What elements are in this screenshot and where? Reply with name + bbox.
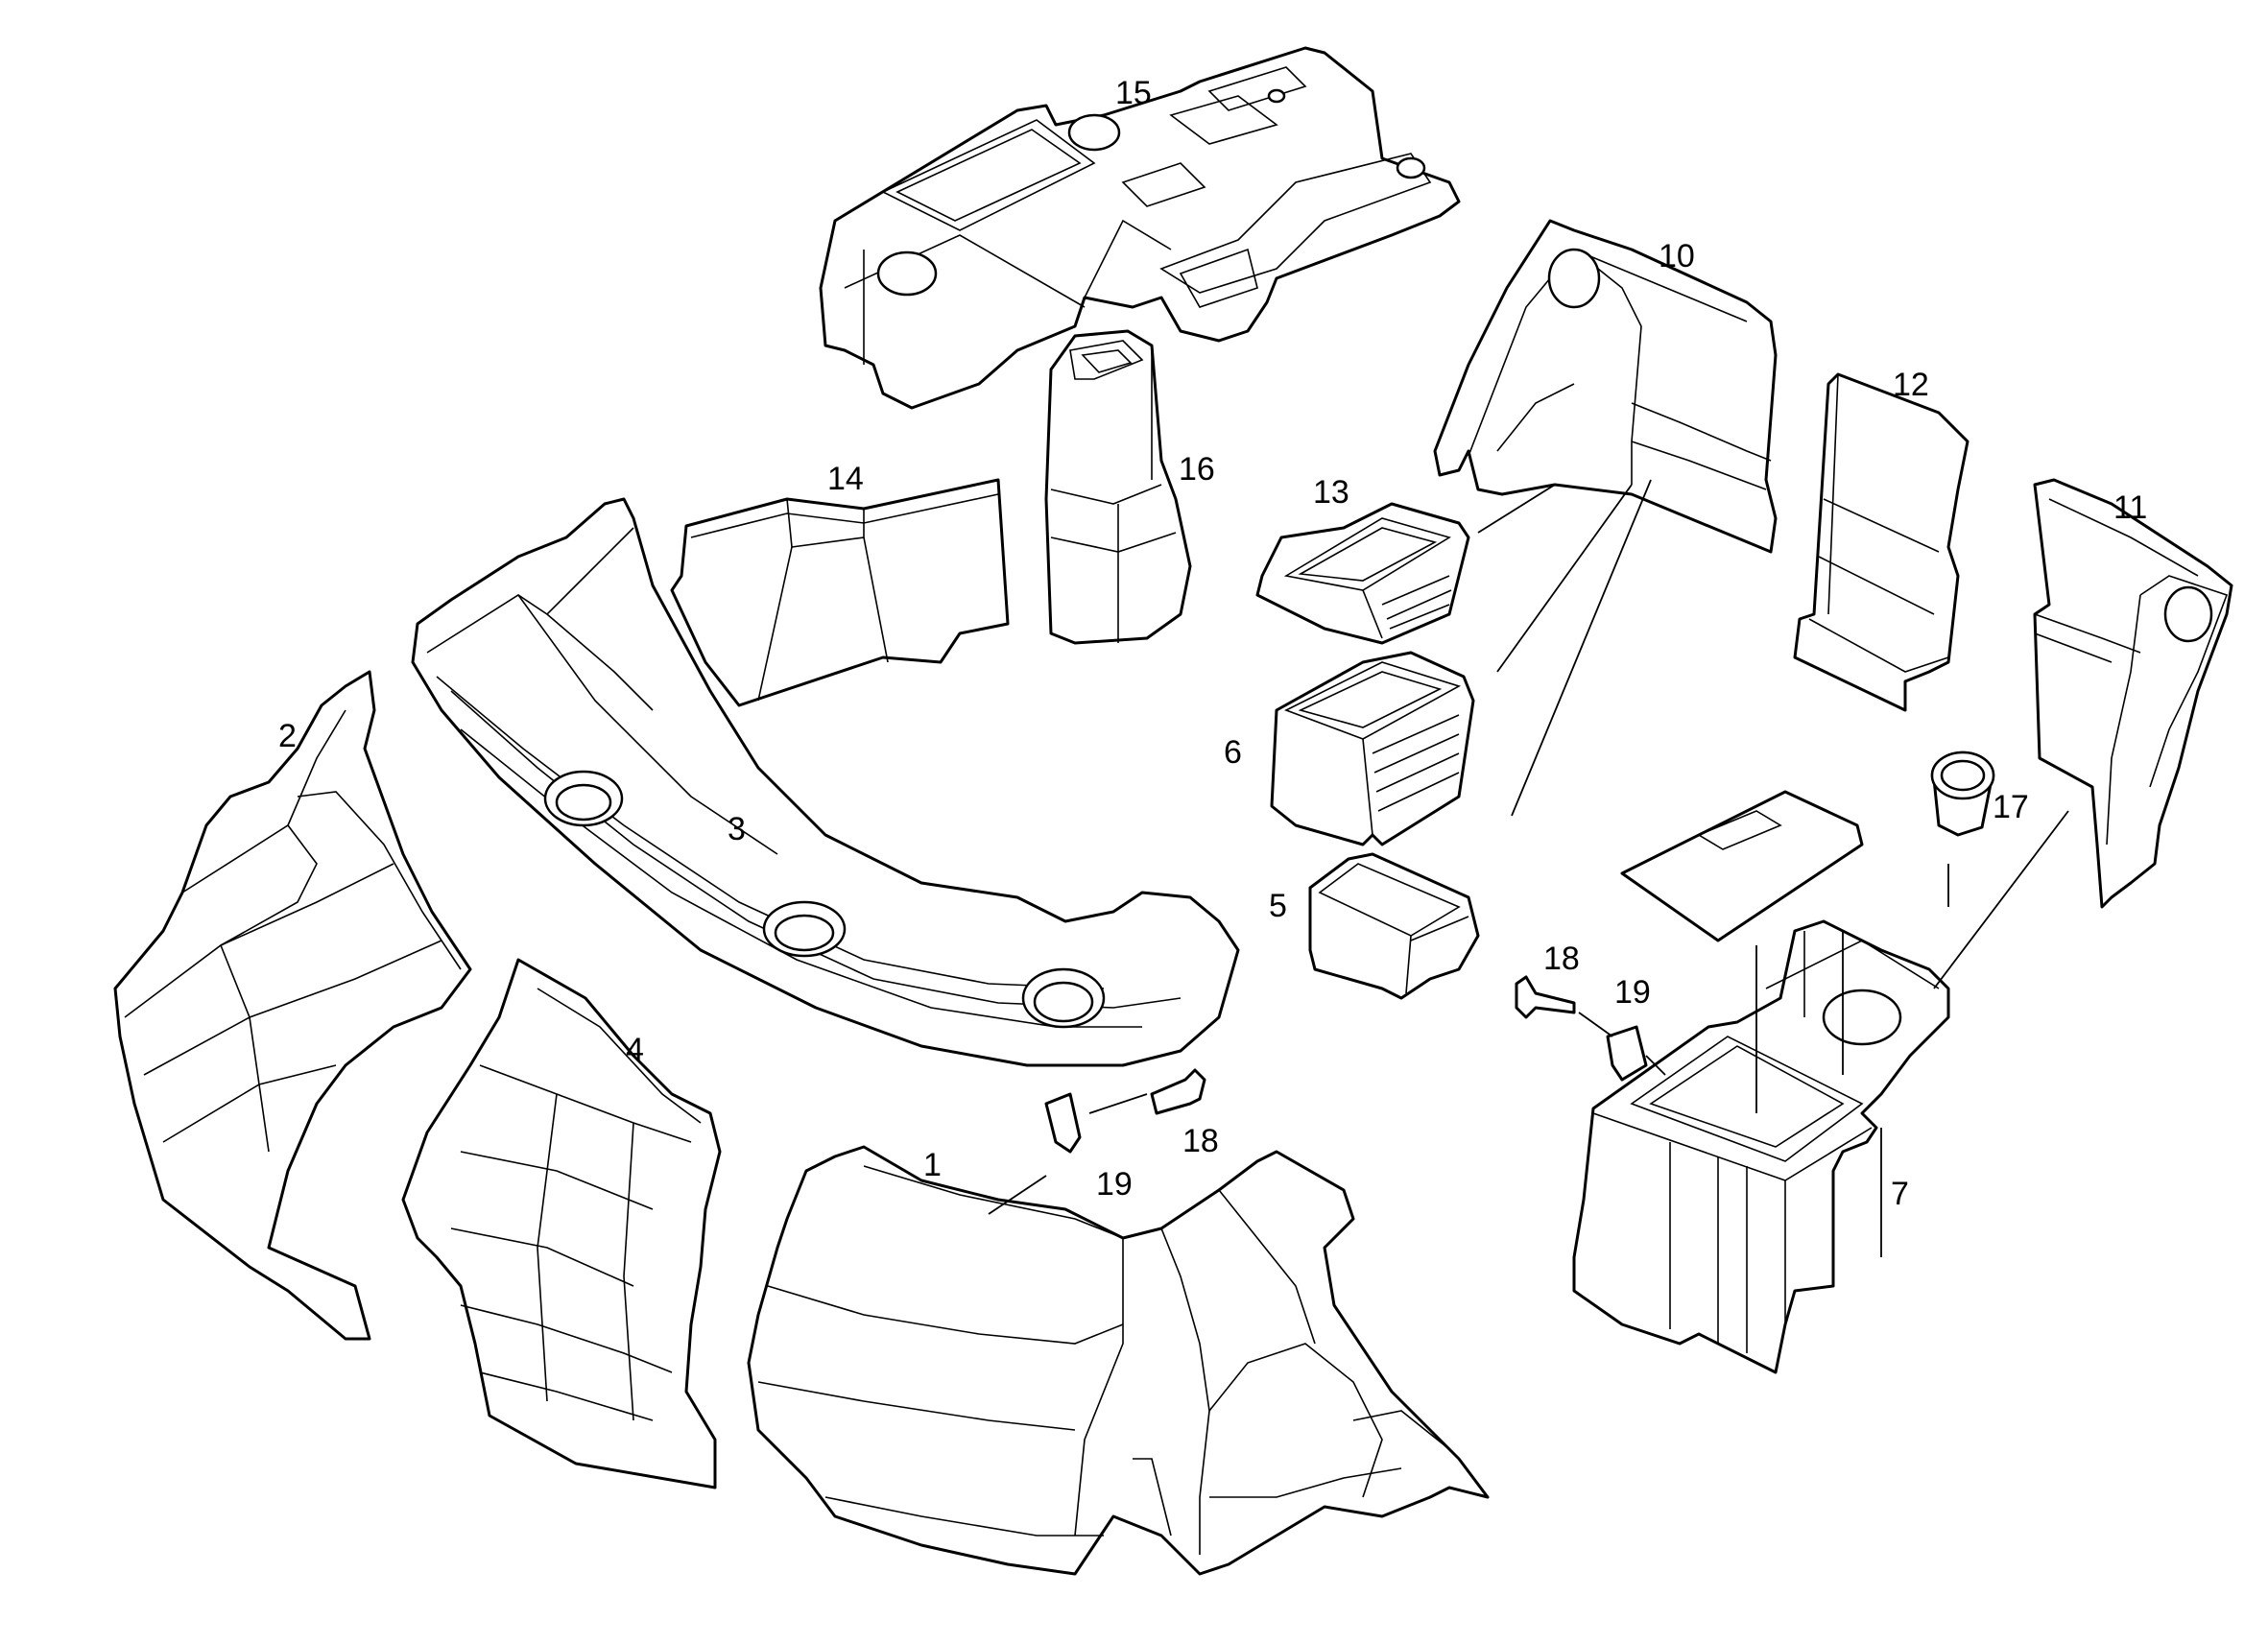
part-11-right-rear-lower-panel <box>2033 478 2233 909</box>
callout-4: 4 <box>626 1032 644 1068</box>
part-7-lid <box>1620 790 1864 942</box>
part-4-door-pillar-panel <box>401 958 722 1489</box>
bracket-19-center <box>1044 1092 1082 1154</box>
callout-19-center: 19 <box>1096 1166 1133 1203</box>
leader-lines <box>988 479 2069 1257</box>
part-3-dashboard-arc <box>411 497 1240 1067</box>
part-12-panel <box>1793 372 1970 712</box>
callout-14: 14 <box>827 461 864 497</box>
fastener-18-right <box>1515 975 1576 1019</box>
callout-2: 2 <box>278 718 297 754</box>
part-6-drawer-cabinet <box>1270 651 1475 846</box>
part-5-storage-box <box>1308 852 1480 1000</box>
bracket-19-right <box>1606 1025 1648 1082</box>
callout-5: 5 <box>1269 888 1287 924</box>
part-17-cup-holder <box>1930 751 1995 837</box>
callout-10: 10 <box>1659 238 1695 274</box>
part-13-storage-tray <box>1255 502 1470 645</box>
callout-19-right: 19 <box>1614 974 1651 1011</box>
part-14-rear-panel <box>670 478 1010 707</box>
callout-6: 6 <box>1224 734 1242 771</box>
callout-18-right: 18 <box>1543 941 1580 977</box>
callout-3: 3 <box>728 811 746 847</box>
part-10-right-rear-upper-panel <box>1433 219 1778 554</box>
callout-labels: 15 10 12 16 14 13 11 2 6 17 3 5 18 19 4 … <box>278 75 2147 1212</box>
part-16-column-cover <box>1044 329 1192 645</box>
callout-7: 7 <box>1891 1176 1909 1212</box>
callout-18-center: 18 <box>1182 1123 1219 1159</box>
callout-17: 17 <box>1993 789 2029 825</box>
part-2-left-side-panel <box>113 670 472 1341</box>
callout-11: 11 <box>2113 489 2147 526</box>
callout-12: 12 <box>1893 367 1929 403</box>
callout-13: 13 <box>1313 474 1349 511</box>
callout-15: 15 <box>1115 75 1152 111</box>
callout-1: 1 <box>923 1147 942 1183</box>
part-15-upper-console <box>819 46 1461 410</box>
part-1-front-lower-console <box>747 1145 1490 1576</box>
callout-16: 16 <box>1179 451 1215 488</box>
fastener-18-center <box>1150 1068 1206 1115</box>
